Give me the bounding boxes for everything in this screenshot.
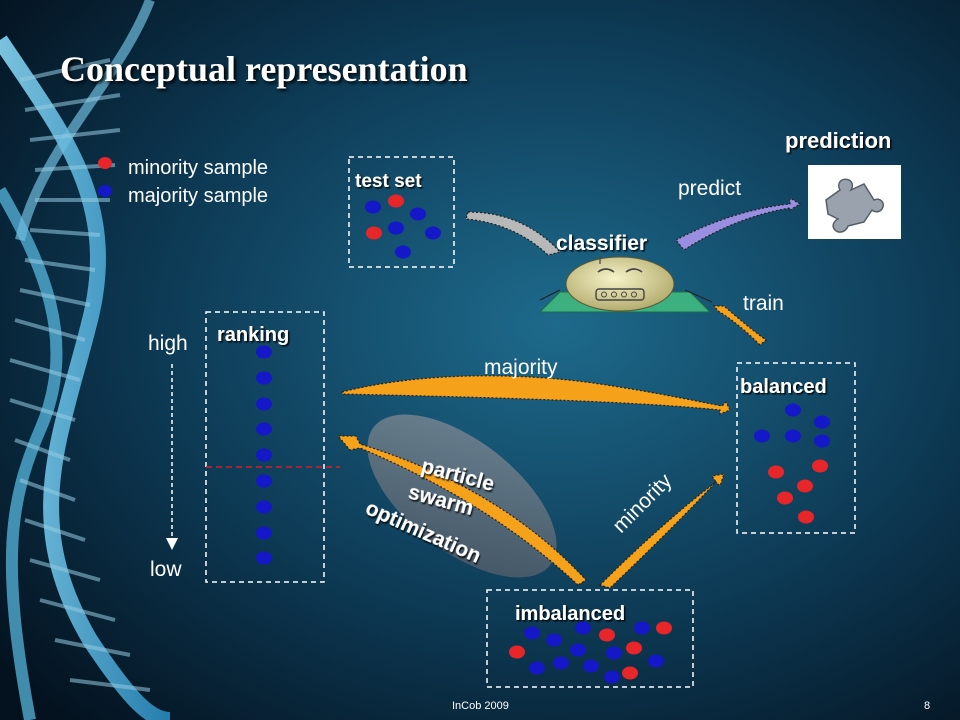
minority-dot bbox=[798, 510, 814, 524]
majority-dot bbox=[256, 448, 272, 462]
test-to-classifier-arrow bbox=[465, 211, 562, 256]
majority-dot bbox=[365, 200, 381, 214]
dna-helix-decoration bbox=[0, 0, 171, 720]
test-set-label: test set bbox=[355, 171, 422, 192]
ranking-label: ranking bbox=[217, 324, 289, 346]
majority-dot bbox=[814, 415, 830, 429]
ranking-box bbox=[205, 311, 325, 583]
balanced-box bbox=[736, 362, 856, 534]
minority-dot bbox=[622, 666, 638, 680]
majority-dot bbox=[256, 397, 272, 411]
majority-dot bbox=[388, 221, 404, 235]
majority-dot bbox=[425, 226, 441, 240]
footer-conference: InCob 2009 bbox=[452, 700, 509, 712]
majority-dot bbox=[256, 371, 272, 385]
majority-label: majority bbox=[484, 356, 558, 379]
majority-arrow bbox=[341, 375, 731, 415]
majority-dot bbox=[785, 403, 801, 417]
majority-dot bbox=[648, 654, 664, 668]
minority-legend-label: minority sample bbox=[128, 157, 268, 179]
minority-dot bbox=[388, 194, 404, 208]
majority-dot bbox=[583, 659, 599, 673]
minority-legend-dot bbox=[98, 157, 112, 169]
imbalanced-box bbox=[486, 589, 694, 688]
classifier-label: classifier bbox=[556, 232, 647, 255]
slide-title: Conceptual representation bbox=[60, 49, 468, 89]
puzzle-piece-icon bbox=[808, 165, 901, 239]
minority-dot bbox=[777, 491, 793, 505]
minority-dot bbox=[812, 459, 828, 473]
majority-dot bbox=[606, 646, 622, 660]
arrowhead bbox=[166, 538, 178, 550]
minority-dot bbox=[509, 645, 525, 659]
majority-dot bbox=[570, 643, 586, 657]
predict-arrow bbox=[675, 196, 802, 251]
minority-dot bbox=[656, 621, 672, 635]
majority-dot bbox=[524, 626, 540, 640]
ranking-group: ranking bbox=[205, 311, 340, 583]
majority-dot bbox=[256, 526, 272, 540]
train-label: train bbox=[743, 292, 784, 315]
majority-dot bbox=[410, 207, 426, 221]
majority-dot bbox=[575, 621, 591, 635]
majority-dot bbox=[754, 429, 770, 443]
train-arrow bbox=[712, 305, 767, 346]
minority-dot bbox=[768, 465, 784, 479]
minority-arrow bbox=[598, 473, 725, 589]
page-number: 8 bbox=[924, 700, 931, 712]
minority-dot bbox=[366, 226, 382, 240]
majority-dot bbox=[256, 551, 272, 565]
classifier-group: classifier bbox=[538, 232, 713, 313]
majority-dot bbox=[546, 633, 562, 647]
majority-dot bbox=[256, 422, 272, 436]
prediction-label: prediction bbox=[785, 128, 891, 153]
imbalanced-group: imbalanced bbox=[486, 589, 694, 688]
majority-dot bbox=[604, 670, 620, 684]
majority-dot bbox=[256, 500, 272, 514]
majority-dot bbox=[529, 661, 545, 675]
minority-dot bbox=[626, 641, 642, 655]
imbalanced-label: imbalanced bbox=[515, 603, 625, 625]
low-label: low bbox=[150, 558, 182, 581]
majority-legend-dot bbox=[98, 185, 112, 197]
balanced-label: balanced bbox=[740, 376, 827, 398]
minority-dot bbox=[797, 479, 813, 493]
majority-legend-label: majority sample bbox=[128, 185, 268, 207]
majority-dot bbox=[256, 474, 272, 488]
high-label: high bbox=[148, 332, 188, 355]
majority-dot bbox=[814, 434, 830, 448]
legend: minority sample majority sample bbox=[98, 157, 268, 207]
majority-dot bbox=[553, 656, 569, 670]
majority-dot bbox=[395, 245, 411, 259]
test-set-group: test set bbox=[348, 156, 455, 268]
majority-dot bbox=[785, 429, 801, 443]
predict-label: predict bbox=[678, 177, 741, 200]
minority-dot bbox=[599, 628, 615, 642]
majority-dot bbox=[256, 345, 272, 359]
majority-dot bbox=[634, 621, 650, 635]
robot-face-icon bbox=[538, 256, 713, 313]
balanced-group: balanced bbox=[736, 362, 856, 534]
pso-arrow bbox=[336, 435, 587, 586]
